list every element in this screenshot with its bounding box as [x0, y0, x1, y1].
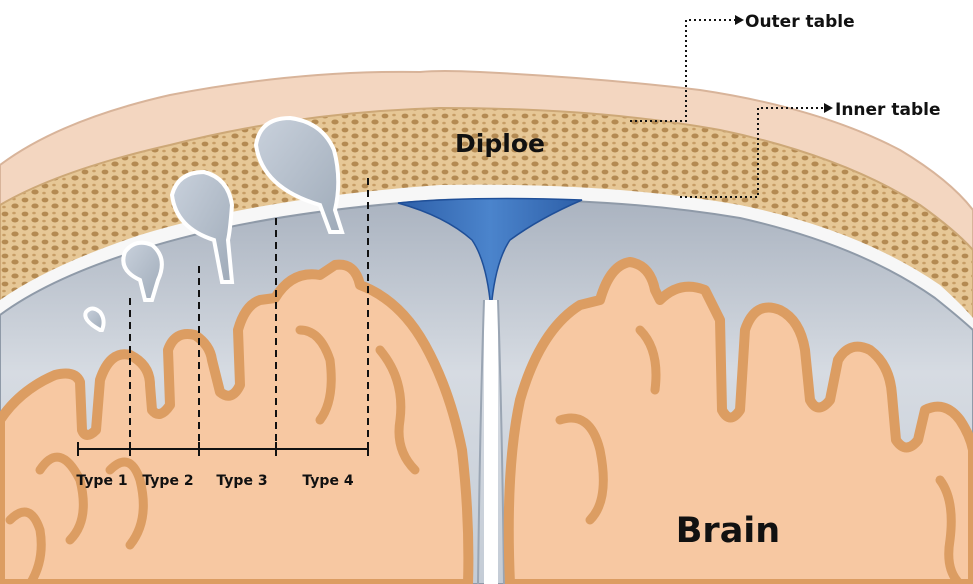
inner-table-label: Inner table [835, 100, 941, 120]
type2-label: Type 2 [142, 473, 193, 489]
brain-label: Brain [676, 511, 780, 551]
outer-table-arrowhead [735, 15, 744, 25]
type4-label: Type 4 [302, 473, 353, 489]
type1-label: Type 1 [76, 473, 127, 489]
diploe-label: Diploe [455, 129, 545, 158]
inner-table-arrowhead [824, 103, 833, 113]
type3-label: Type 3 [216, 473, 267, 489]
outer-table-label: Outer table [745, 12, 855, 32]
